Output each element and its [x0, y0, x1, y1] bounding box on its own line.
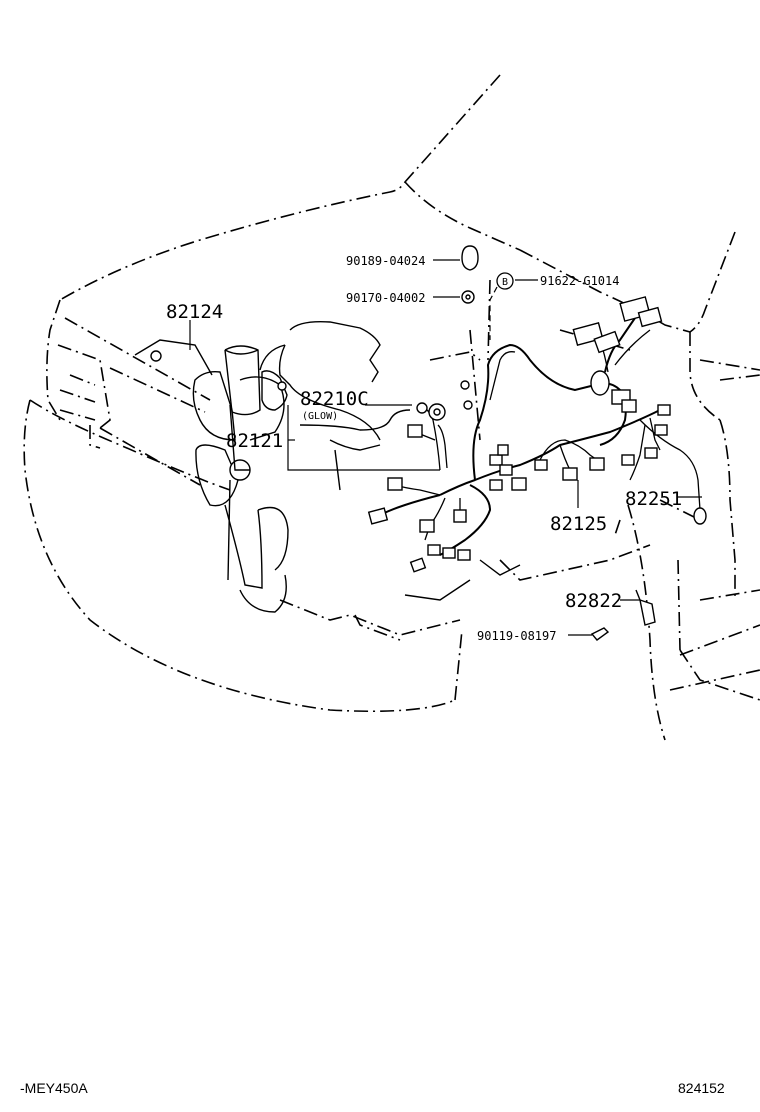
callout-glow: (GLOW): [302, 411, 338, 422]
callout-91622-g1014: 91622-G1014: [540, 274, 619, 288]
clip-90189-04024: [461, 245, 479, 271]
callout-82210c: 82210C: [300, 388, 369, 410]
bracket-82822: [639, 598, 656, 626]
callout-82251: 82251: [625, 488, 682, 510]
callouts: 90189-04024 91622-G1014 90170-04002 8212…: [166, 254, 682, 643]
callout-90189-04024: 90189-04024: [346, 254, 425, 268]
footer-code-left: -MEY450A: [20, 1080, 88, 1096]
leader-lines: [189, 259, 702, 636]
callout-90170-04002: 90170-04002: [346, 291, 425, 305]
wire-harness: [367, 296, 707, 573]
callout-82121: 82121: [226, 430, 283, 452]
marker-b-label: B: [502, 277, 508, 288]
callout-90119-08197: 90119-08197: [477, 629, 556, 643]
marker-b: B: [496, 272, 514, 290]
callout-82125: 82125: [550, 513, 607, 535]
callout-82124: 82124: [166, 301, 223, 323]
footer-code-right: 824152: [678, 1080, 725, 1096]
hardware-parts: [461, 245, 656, 641]
bolt-90119-08197: [590, 627, 610, 641]
engine-block: [259, 320, 521, 601]
cooling-fan: [134, 339, 289, 613]
callout-82822: 82822: [565, 590, 622, 612]
vehicle-body-outline: [23, 74, 760, 741]
